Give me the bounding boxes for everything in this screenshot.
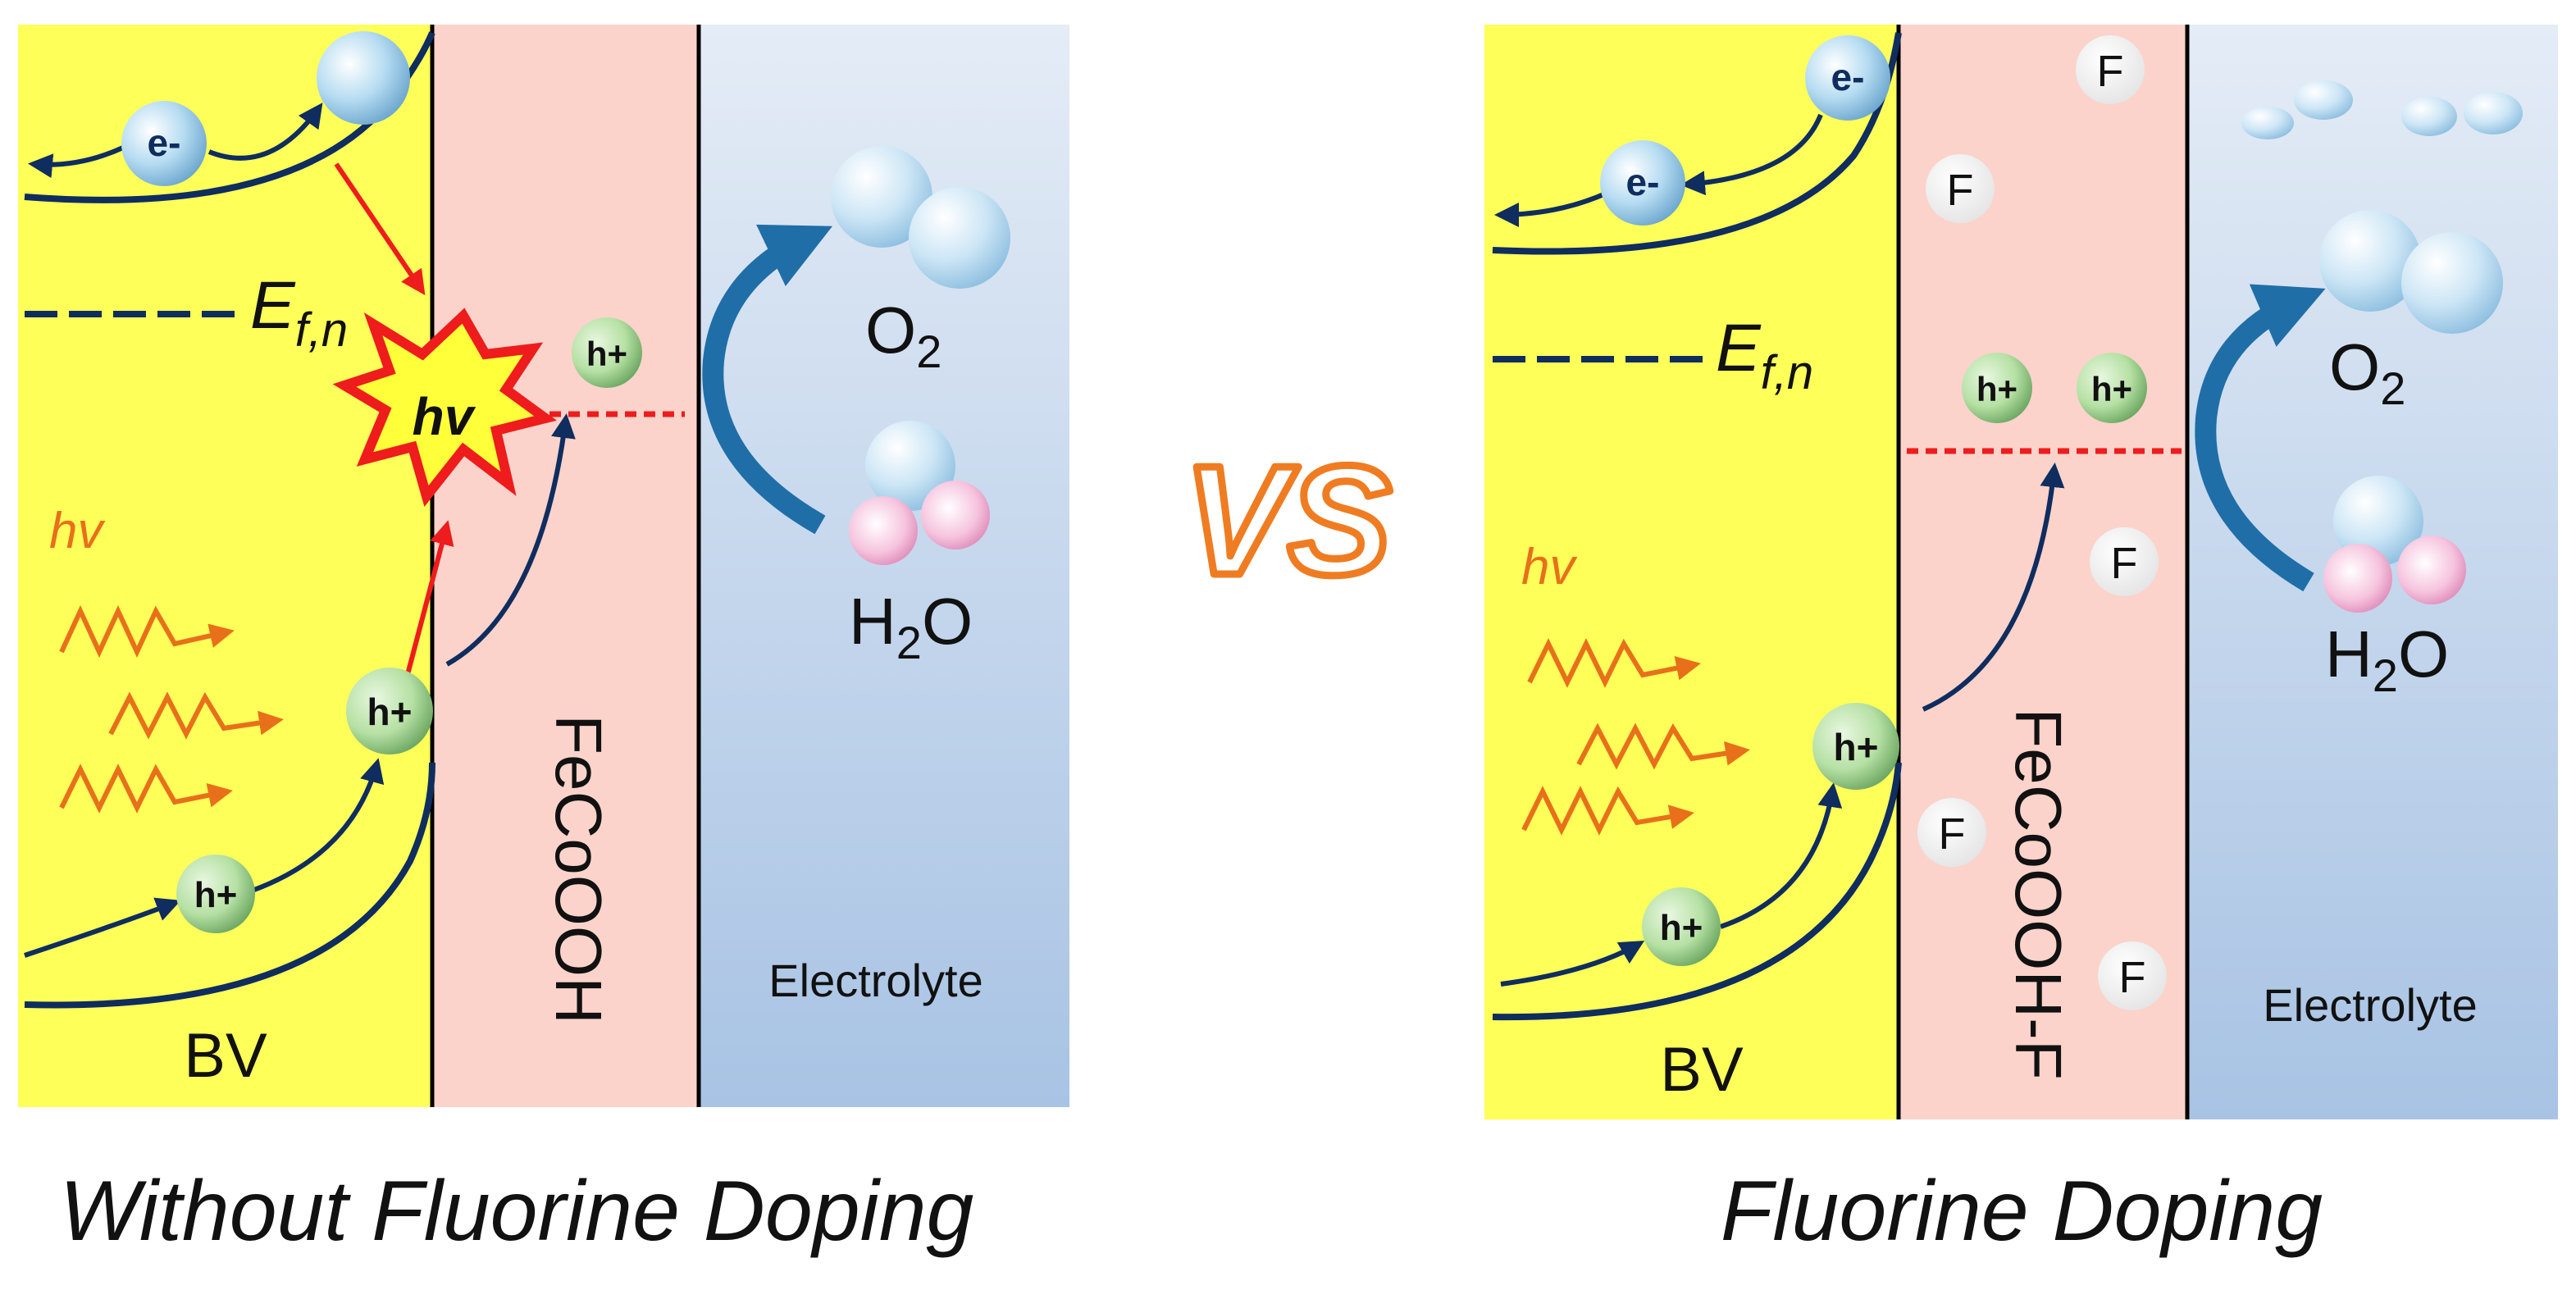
right-layer-label: FeCoOOH-F — [2002, 708, 2075, 1079]
left-recombination-arrow-down — [334, 162, 426, 295]
left-hole-bottom-label: h+ — [194, 875, 238, 915]
left-o2-atom-2 — [909, 187, 1010, 289]
right-h2o-label: H2O — [2325, 618, 2449, 701]
right-hole-arrow-2 — [1720, 782, 1843, 929]
left-o2-atom-1 — [831, 146, 932, 248]
right-electron-bubble-1 — [1600, 140, 1685, 226]
right-electron-arrow-down — [1680, 113, 1823, 196]
right-hole-mid — [1812, 703, 1899, 790]
right-fermi-label: Ef,n — [1716, 311, 1813, 399]
left-hole-arrow-1 — [24, 897, 181, 958]
vs-label: VS — [1183, 434, 1391, 608]
left-hole-mid-label: h+ — [367, 691, 413, 733]
left-electron-bubble-2 — [317, 31, 410, 125]
left-oxidation-arrow[interactable] — [702, 224, 833, 535]
right-photon-label: hv — [1521, 539, 1577, 595]
right-bubble-2 — [2294, 80, 2353, 120]
right-photon-wave-2 — [1576, 722, 1750, 770]
right-photon-wave-1 — [1527, 638, 1701, 688]
left-electrolyte-label: Electrolyte — [768, 955, 983, 1006]
left-o2-label: O2 — [865, 294, 941, 377]
right-h2o-oxygen — [2333, 476, 2423, 566]
right-o2-label: O2 — [2329, 330, 2405, 414]
left-electron-bubble-1 — [121, 101, 207, 186]
right-hole-surface-1 — [1962, 353, 2032, 423]
right-hole-transfer-arrow — [1922, 463, 2065, 712]
right-electron-label-2: e- — [1831, 56, 1865, 98]
left-hole-mid — [346, 668, 433, 754]
left-electron-arrow-up — [207, 103, 323, 161]
right-oxidation-arrow[interactable] — [2195, 284, 2326, 592]
right-semiconductor-label: BV — [1660, 1035, 1744, 1105]
right-h2o-hydrogen-1 — [2323, 544, 2392, 613]
left-hole-top — [572, 317, 642, 388]
right-o2-atom-2 — [2401, 232, 2503, 334]
left-burst-label: hv — [413, 387, 476, 446]
right-bubble-1 — [2241, 107, 2294, 139]
left-hole-top-label: h+ — [586, 335, 627, 373]
right-electron-bubble-2 — [1805, 35, 1890, 121]
left-photon-wave-1 — [59, 604, 235, 659]
right-fluorine-1 — [2076, 35, 2145, 104]
left-fermi-label: Ef,n — [250, 268, 348, 357]
right-electrolyte-label: Electrolyte — [2263, 979, 2477, 1031]
right-hole-mid-label: h+ — [1834, 726, 1879, 768]
right-valence-band — [1492, 762, 1902, 1021]
right-electron-arrow-out — [1494, 190, 1609, 227]
right-fluorine-2-label: F — [1947, 166, 1974, 215]
left-recombination-arrow-up — [403, 520, 454, 681]
right-photon-wave-3 — [1521, 786, 1694, 836]
right-hole-bottom-label: h+ — [1660, 908, 1703, 948]
left-h2o-label: H2O — [849, 585, 973, 668]
right-fluorine-4 — [1917, 798, 1986, 867]
right-h2o-hydrogen-2 — [2397, 536, 2466, 604]
right-hole-arrow-1 — [1500, 940, 1645, 987]
left-hole-arrow-2 — [253, 758, 385, 892]
left-caption: Without Fluorine Doping — [60, 1164, 974, 1259]
right-hole-surface-2 — [2077, 353, 2147, 423]
left-layer-label: FeCoOOH — [542, 714, 615, 1024]
right-hole-surface-1-label: h+ — [1976, 370, 2017, 408]
left-conduction-band — [24, 31, 435, 203]
left-panel: e- Ef,n hv h+ h+ h+ hv — [18, 25, 1069, 1107]
left-electron-arrow-out — [28, 145, 125, 179]
right-caption: Fluorine Doping — [1721, 1164, 2323, 1259]
right-fluorine-3-label: F — [2111, 539, 2138, 588]
right-bubble-3 — [2401, 97, 2457, 136]
left-valence-band — [24, 762, 435, 1009]
left-h2o-hydrogen-1 — [849, 496, 918, 565]
right-electron-label-1: e- — [1626, 161, 1660, 203]
right-fluorine-3 — [2090, 527, 2159, 596]
left-burst-star — [332, 308, 557, 507]
left-layer-region — [432, 25, 699, 1107]
right-fluorine-4-label: F — [1939, 809, 1966, 859]
left-photon-wave-3 — [59, 764, 233, 814]
left-hole-bottom — [176, 855, 255, 933]
left-h2o-oxygen — [865, 421, 955, 511]
right-bubble-4 — [2464, 92, 2523, 134]
right-hole-bottom — [1642, 887, 1721, 966]
right-panel: e- e- Ef,n h+ h+ h+ h+ hv F F F F — [1484, 25, 2558, 1119]
right-fluorine-2 — [1926, 154, 1995, 223]
right-fluorine-1-label: F — [2097, 47, 2124, 96]
right-fluorine-5-label: F — [2119, 953, 2146, 1002]
right-hole-surface-2-label: h+ — [2091, 370, 2132, 408]
left-photon-label: hv — [49, 503, 105, 559]
left-electron-label: e- — [148, 121, 181, 164]
left-hole-transfer-arrow — [445, 413, 576, 667]
left-photon-wave-2 — [108, 691, 284, 740]
right-fluorine-5 — [2098, 941, 2167, 1010]
left-semiconductor-label: BV — [184, 1021, 267, 1091]
right-o2-atom-1 — [2319, 210, 2421, 312]
left-h2o-hydrogen-2 — [921, 481, 990, 549]
